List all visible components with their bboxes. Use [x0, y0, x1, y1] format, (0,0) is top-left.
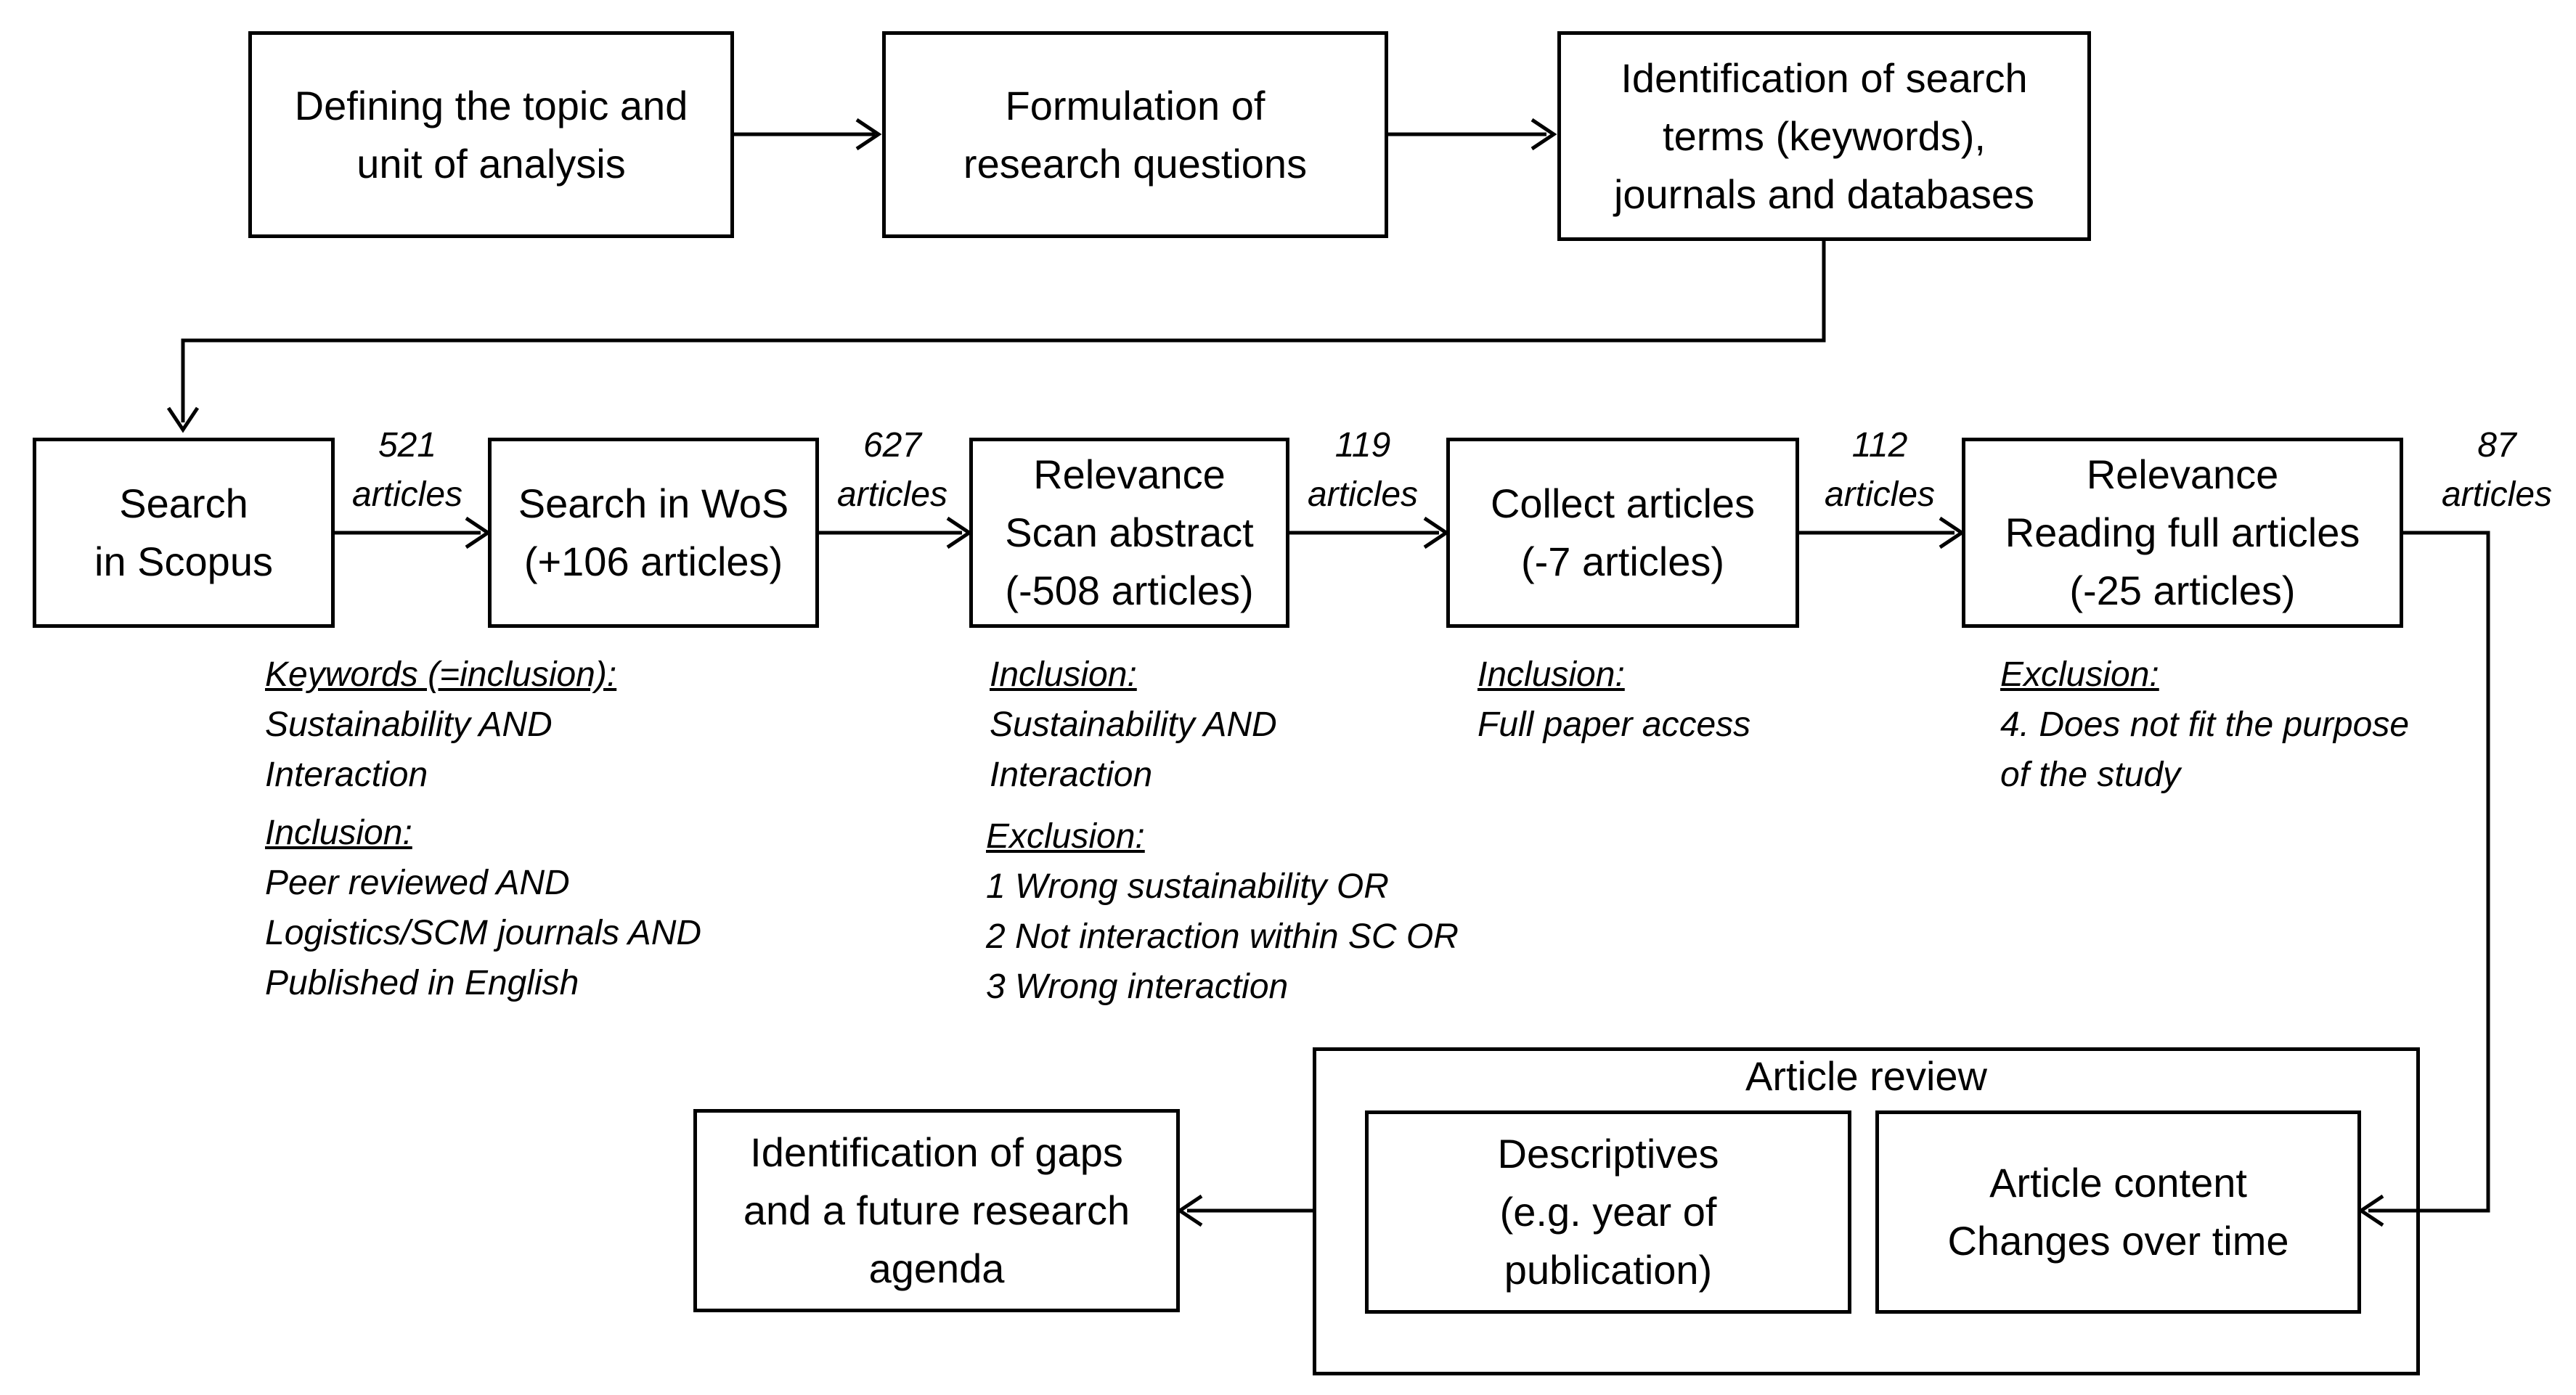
count-after-scopus: 521 articles [335, 421, 479, 520]
box-identify-gaps: Identification of gaps and a future rese… [693, 1109, 1180, 1312]
criteria-scopus-inclusion-line-1: Peer reviewed AND [265, 864, 570, 902]
box-descriptives-line-1: Descriptives [1497, 1131, 1719, 1177]
criteria-abstract-inclusion-heading: Inclusion: [990, 655, 1137, 694]
box-relevance-abstract: Relevance Scan abstract (-508 articles) [969, 438, 1289, 628]
count-after-full-read-unit: articles [2441, 475, 2553, 514]
box-identify-search-terms-line-2: terms (keywords), [1663, 112, 1986, 159]
count-after-full-read: 87 articles [2425, 421, 2569, 520]
criteria-abstract-exclusion: Exclusion: 1 Wrong sustainability OR 2 N… [986, 811, 1459, 1012]
criteria-abstract-inclusion-line-2: Interaction [990, 756, 1153, 794]
count-after-wos-unit: articles [836, 475, 948, 514]
criteria-abstract-inclusion-line-1: Sustainability AND [990, 705, 1277, 744]
count-after-scopus-value: 521 [378, 426, 437, 465]
box-search-wos: Search in WoS (+106 articles) [488, 438, 819, 628]
box-search-wos-line-2: (+106 articles) [523, 539, 783, 584]
criteria-full-exclusion-line-2: of the study [2000, 756, 2181, 794]
box-formulate-questions-line-1: Formulation of [1005, 82, 1265, 128]
criteria-scopus-keywords-line-1: Sustainability AND [265, 705, 553, 744]
box-define-topic-line-1: Defining the topic and [294, 82, 688, 128]
count-after-collect: 112 articles [1808, 421, 1952, 520]
box-descriptives-line-2: (e.g. year of [1499, 1189, 1717, 1235]
count-after-abstract-unit: articles [1307, 475, 1419, 514]
box-descriptives: Descriptives (e.g. year of publication) [1365, 1110, 1851, 1314]
box-define-topic-line-2: unit of analysis [356, 140, 626, 187]
criteria-collect-inclusion: Inclusion: Full paper access [1477, 650, 1750, 750]
article-review-title: Article review [1745, 1053, 1987, 1099]
box-search-scopus-line-2: in Scopus [94, 539, 273, 584]
criteria-abstract-exclusion-line-1: 1 Wrong sustainability OR [986, 867, 1389, 906]
criteria-scopus-inclusion-heading: Inclusion: [265, 814, 412, 852]
criteria-full-exclusion: Exclusion: 4. Does not fit the purpose o… [2000, 650, 2409, 800]
criteria-scopus-inclusion: Inclusion: Peer reviewed AND Logistics/S… [265, 808, 701, 1008]
criteria-scopus-keywords: Keywords (=inclusion): Sustainability AN… [265, 650, 616, 800]
box-relevance-full-line-1: Relevance [2086, 451, 2279, 497]
criteria-scopus-inclusion-line-2: Logistics/SCM journals AND [265, 914, 702, 952]
box-relevance-abstract-line-3: (-508 articles) [1005, 568, 1254, 613]
criteria-scopus-inclusion-line-3: Published in English [265, 964, 579, 1002]
criteria-scopus-keywords-heading: Keywords (=inclusion): [265, 655, 617, 694]
box-collect-articles: Collect articles (-7 articles) [1446, 438, 1799, 628]
box-article-content-line-2: Changes over time [1947, 1218, 2289, 1264]
box-identify-search-terms: Identification of search terms (keywords… [1557, 31, 2091, 241]
box-identify-gaps-line-1: Identification of gaps [750, 1129, 1123, 1175]
box-article-content: Article content Changes over time [1875, 1110, 2361, 1314]
box-relevance-full-line-2: Reading full articles [2005, 510, 2360, 555]
box-identify-gaps-line-2: and a future research [743, 1187, 1130, 1233]
criteria-collect-inclusion-line-1: Full paper access [1477, 705, 1751, 744]
box-relevance-full-line-3: (-25 articles) [2069, 568, 2296, 613]
criteria-scopus-keywords-line-2: Interaction [265, 756, 428, 794]
box-formulate-questions: Formulation of research questions [882, 31, 1388, 238]
count-after-collect-value: 112 [1851, 426, 1908, 465]
box-search-scopus: Search in Scopus [33, 438, 335, 628]
box-search-wos-line-1: Search in WoS [518, 480, 789, 526]
criteria-abstract-exclusion-line-2: 2 Not interaction within SC OR [986, 917, 1459, 956]
criteria-abstract-exclusion-line-3: 3 Wrong interaction [986, 968, 1289, 1006]
box-identify-search-terms-line-1: Identification of search [1621, 54, 2028, 101]
box-article-content-line-1: Article content [1989, 1160, 2247, 1206]
box-relevance-abstract-line-1: Relevance [1033, 451, 1226, 497]
box-collect-articles-line-2: (-7 articles) [1520, 539, 1725, 584]
count-after-collect-unit: articles [1824, 475, 1936, 514]
count-after-abstract: 119 articles [1291, 421, 1435, 520]
criteria-collect-inclusion-heading: Inclusion: [1477, 655, 1625, 694]
criteria-abstract-exclusion-heading: Exclusion: [986, 817, 1145, 856]
box-define-topic: Defining the topic and unit of analysis [248, 31, 734, 238]
arrow-full-to-review [2368, 531, 2490, 1213]
box-identify-search-terms-line-3: journals and databases [1613, 171, 2035, 217]
criteria-full-exclusion-line-1: 4. Does not fit the purpose [2000, 705, 2410, 744]
count-after-wos-value: 627 [863, 426, 922, 465]
count-after-abstract-value: 119 [1334, 426, 1391, 465]
box-collect-articles-line-1: Collect articles [1490, 480, 1756, 526]
box-formulate-questions-line-2: research questions [963, 140, 1308, 187]
arrow-identify-to-scopus [181, 241, 1826, 422]
box-relevance-full: Relevance Reading full articles (-25 art… [1962, 438, 2403, 628]
box-identify-gaps-line-3: agenda [868, 1245, 1005, 1291]
count-after-scopus-unit: articles [351, 475, 463, 514]
criteria-abstract-inclusion: Inclusion: Sustainability AND Interactio… [990, 650, 1277, 800]
box-descriptives-line-3: publication) [1504, 1247, 1713, 1293]
box-relevance-abstract-line-2: Scan abstract [1005, 510, 1254, 555]
count-after-wos: 627 articles [820, 421, 964, 520]
box-search-scopus-line-1: Search [119, 480, 248, 526]
criteria-full-exclusion-heading: Exclusion: [2000, 655, 2159, 694]
count-after-full-read-value: 87 [2477, 426, 2516, 465]
article-review-container [1313, 1047, 2420, 1375]
